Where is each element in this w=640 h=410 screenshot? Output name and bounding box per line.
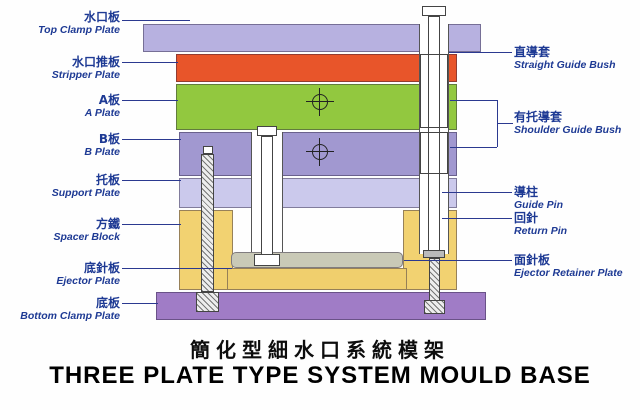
label-spacer-block-zh: 方鐵 [95,217,120,231]
label-stripper-plate-en: Stripper Plate [51,69,120,82]
guide-pin-washer [423,250,445,258]
label-straight-guide-bush: 直導套 Straight Guide Bush [514,45,638,72]
plate-support [179,178,457,208]
fixing-bolt-tip [203,146,213,154]
label-ejector-plate-zh: 底針板 [83,261,120,275]
leader-ejector-plate [122,268,232,269]
crosshair-vline [319,88,320,116]
label-shoulder-guide-bush-zh: 有托導套 [514,110,563,124]
leader-b-plate [122,139,181,140]
diagram-title-zh: 簡化型細水口系統模架 [190,338,450,362]
label-stripper-plate: 水口推板 Stripper Plate [2,55,120,82]
label-straight-guide-bush-en: Straight Guide Bush [514,59,616,72]
center-pin [261,136,273,256]
label-ejector-plate-en: Ejector Plate [56,275,120,288]
centerline-crosshair-icon [306,88,334,116]
label-a-plate-en: A Plate [84,107,120,120]
label-stripper-plate-zh: 水口推板 [71,55,120,69]
label-guide-pin-en: Guide Pin [514,199,564,212]
label-ejector-retainer-plate-zh: 面針板 [514,253,551,267]
label-shoulder-guide-bush: 有托導套 Shoulder Guide Bush [514,110,638,137]
leader-shoulder-guide-bush-stub [497,123,513,124]
return-pin [429,258,440,302]
leader-return-pin [442,218,512,219]
leader-support-plate [122,180,181,181]
label-straight-guide-bush-zh: 直導套 [514,45,551,59]
label-spacer-block: 方鐵 Spacer Block [2,217,120,244]
crosshair-circle [312,94,328,110]
label-return-pin-en: Return Pin [514,225,568,238]
leader-straight-guide-bush [449,52,512,53]
plate-stripper [176,54,457,82]
label-b-plate-zh: B板 [98,132,120,146]
label-bottom-clamp-plate: 底板 Bottom Clamp Plate [2,296,120,323]
label-ejector-plate: 底針板 Ejector Plate [2,261,120,288]
label-bottom-clamp-plate-zh: 底板 [95,296,120,310]
label-guide-pin: 導柱 Guide Pin [514,185,638,212]
label-a-plate: A板 A Plate [2,93,120,120]
label-return-pin-zh: 回針 [514,211,539,225]
label-a-plate-zh: A板 [98,93,120,107]
label-shoulder-guide-bush-en: Shoulder Guide Bush [514,124,622,137]
leader-shoulder-guide-bush-top [450,100,497,101]
crosshair-hline [306,101,334,102]
shoulder-guide-bush [420,132,448,174]
label-support-plate-en: Support Plate [51,187,120,200]
plate-ejector [227,268,407,290]
return-pin-head [424,300,445,314]
label-guide-pin-zh: 導柱 [514,185,539,199]
leader-bottom-clamp-plate [122,303,158,304]
label-b-plate-en: B Plate [84,146,120,159]
centerline-crosshair-icon [306,138,334,166]
label-ejector-retainer-plate: 面針板 Ejector Retainer Plate [514,253,638,280]
leader-top-clamp-plate [122,20,190,21]
fixing-bolt [201,154,214,292]
diagram-title-en: THREE PLATE TYPE SYSTEM MOULD BASE [49,362,591,389]
label-return-pin: 回針 Return Pin [514,211,638,238]
label-support-plate: 托板 Support Plate [2,173,120,200]
fixing-bolt-head [196,292,219,312]
leader-ejector-retainer-plate [404,260,512,261]
leader-a-plate [122,100,178,101]
guide-pin-cap [422,6,446,16]
label-top-clamp-plate-en: Top Clamp Plate [38,24,120,37]
crosshair-circle [312,144,328,160]
straight-guide-bush [420,54,448,128]
label-bottom-clamp-plate-en: Bottom Clamp Plate [20,310,120,323]
leader-guide-pin [442,192,512,193]
label-support-plate-zh: 托板 [95,173,120,187]
center-pin-head [254,254,280,266]
label-spacer-block-en: Spacer Block [53,231,120,244]
label-b-plate: B板 B Plate [2,132,120,159]
center-pin-cap [257,126,277,136]
label-top-clamp-plate-zh: 水口板 [83,10,120,24]
leader-spacer-block [122,224,181,225]
label-ejector-retainer-plate-en: Ejector Retainer Plate [514,267,623,280]
leader-stripper-plate [122,62,178,63]
crosshair-vline [319,138,320,166]
label-top-clamp-plate: 水口板 Top Clamp Plate [2,10,120,37]
crosshair-hline [306,151,334,152]
leader-shoulder-guide-bush-bottom [450,147,497,148]
